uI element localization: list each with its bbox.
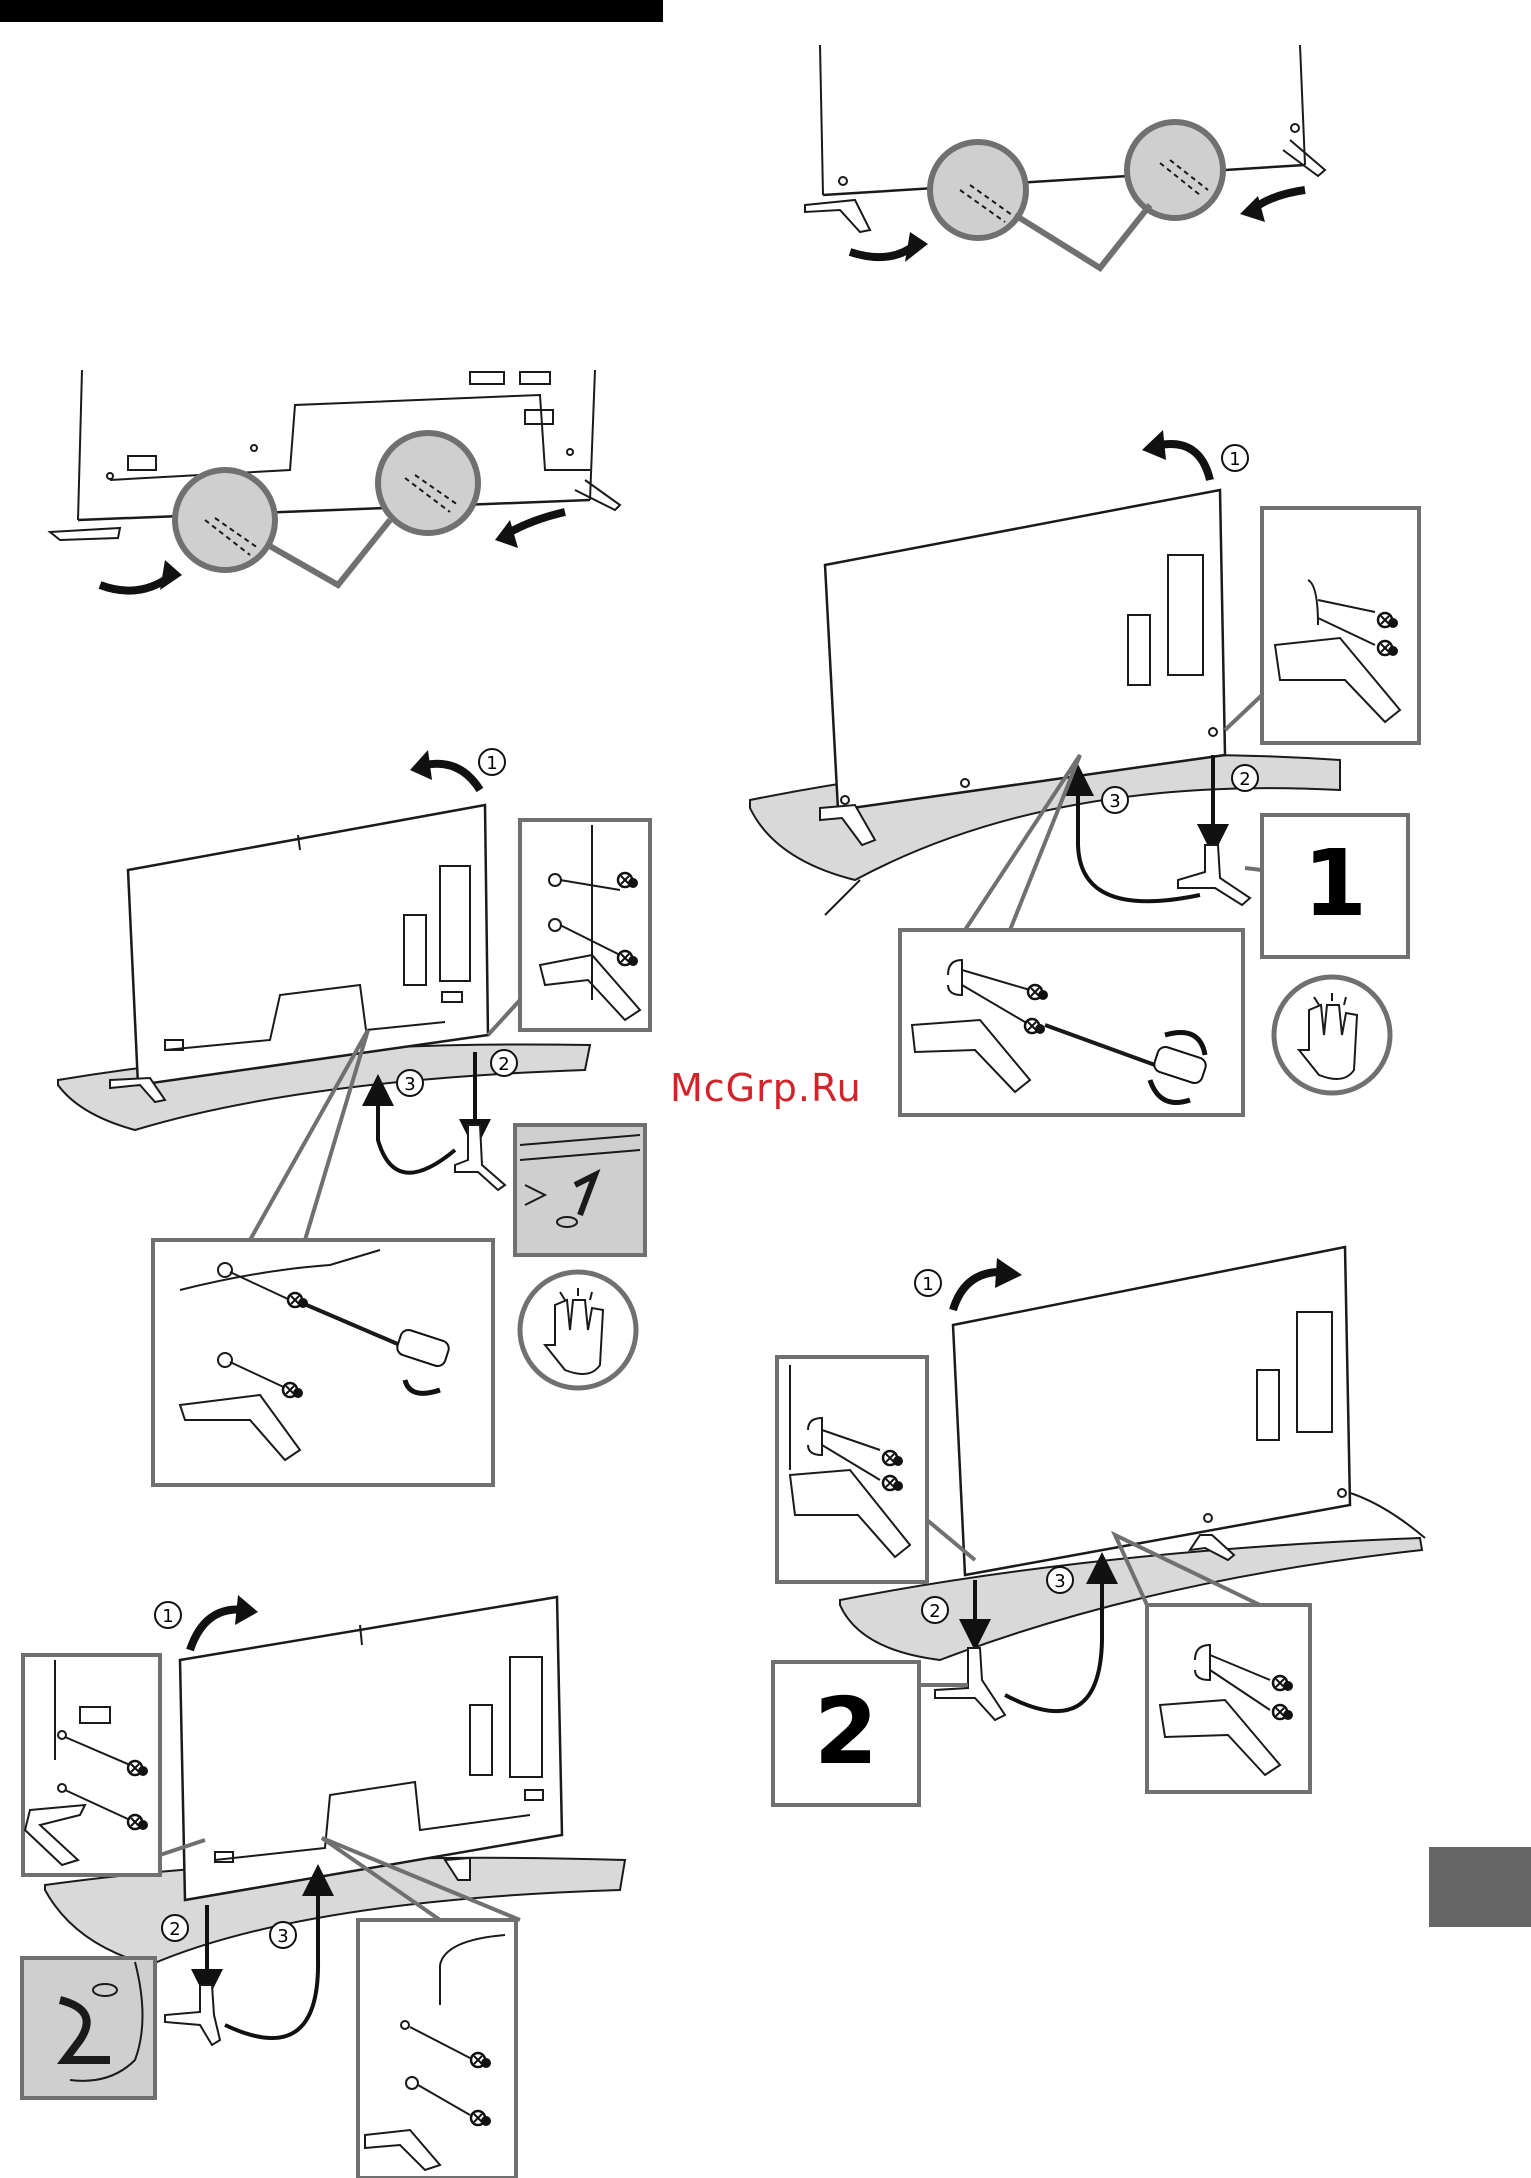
stand-leg-bottom-left — [165, 1985, 220, 2045]
step-2-label: 2 — [498, 1054, 509, 1075]
step-badge-3: 3 — [1047, 1567, 1073, 1593]
step-1-label: 1 — [162, 1606, 173, 1627]
callout-screws-bottom-ml — [153, 1240, 493, 1485]
step-badge-1: 1 — [479, 749, 505, 775]
step-badge-3: 3 — [1102, 787, 1128, 813]
step-1-label: 1 — [922, 1274, 933, 1295]
step-3-label: 3 — [277, 1926, 288, 1947]
step-3-label: 3 — [404, 1074, 415, 1095]
step-1-label: 1 — [486, 753, 497, 774]
callout-screws-right-br — [1147, 1605, 1310, 1792]
tv-bottom-legs-left — [50, 370, 620, 540]
step-badge-3: 3 — [270, 1922, 296, 1948]
step-badge-2: 2 — [491, 1050, 517, 1076]
tv-back-bottom-left — [180, 1597, 562, 1900]
hand-caution-icon — [1274, 977, 1390, 1093]
callout-screws-topright-mr — [1262, 508, 1419, 743]
hand-caution-icon — [520, 1272, 636, 1388]
tv-back-bottom-right — [953, 1247, 1350, 1575]
step-2-label: 2 — [1239, 769, 1250, 790]
rotate-arrow-icon — [410, 750, 480, 790]
step-badge-1: 1 — [155, 1602, 181, 1628]
step-3-label: 3 — [1054, 1571, 1065, 1592]
step-2-label: 2 — [169, 1919, 180, 1940]
panel-step-1-number: 1 — [1303, 830, 1367, 937]
panel-step-1: 1 — [1262, 815, 1408, 957]
watermark-text: McGrp.Ru — [670, 1066, 862, 1110]
callout-screws-topright-ml — [520, 820, 650, 1030]
step-badge-2: 2 — [922, 1597, 948, 1623]
rotate-arrow-icon — [1142, 430, 1210, 480]
step-3-label: 3 — [1109, 791, 1120, 812]
stand-leg-mid-left — [455, 1125, 505, 1190]
step-badge-2: 2 — [1232, 765, 1258, 791]
callout-screws-bottom-mr — [900, 930, 1243, 1115]
step-badge-3: 3 — [397, 1070, 423, 1096]
callout-leg-detail-ml — [515, 1125, 645, 1255]
callout-circles-top-left — [175, 433, 478, 585]
step-badge-2: 2 — [162, 1915, 188, 1941]
rotate-arrow-icon — [190, 1595, 258, 1650]
callout-screws-left-br — [777, 1357, 927, 1582]
step-badge-1: 1 — [915, 1270, 941, 1296]
rotate-arrow-icon — [953, 1258, 1022, 1310]
callout-screws-bottom-bl — [358, 1920, 516, 2178]
callout-circles-top-right — [930, 122, 1223, 268]
callout-screws-left-bl — [23, 1655, 160, 1875]
step-2-label: 2 — [929, 1601, 940, 1622]
panel-step-2-number: 2 — [814, 1678, 878, 1785]
step-badge-1: 1 — [1222, 445, 1248, 471]
step-1-label: 1 — [1229, 449, 1240, 470]
tv-bottom-legs-right — [805, 45, 1325, 232]
callout-leg-detail-bl — [22, 1958, 155, 2098]
panel-step-2: 2 — [773, 1662, 919, 1805]
